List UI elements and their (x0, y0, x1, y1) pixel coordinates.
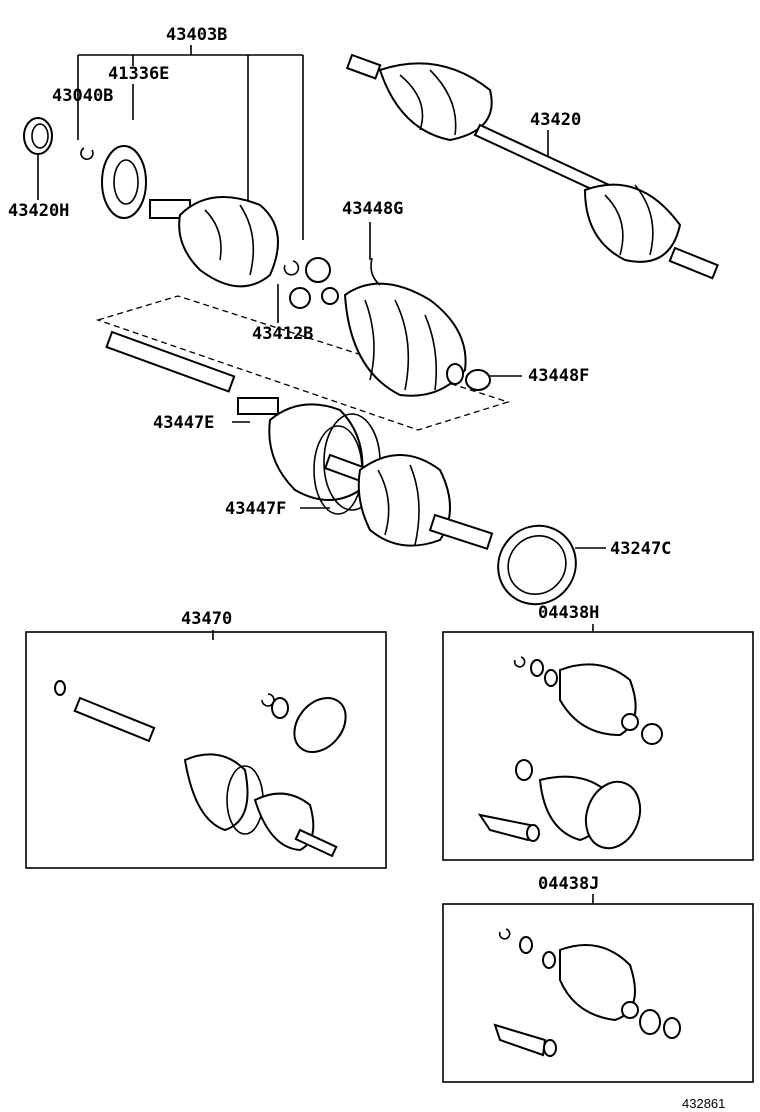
label-04438J[interactable]: 04438J (538, 874, 599, 894)
label-43420[interactable]: 43420 (530, 110, 581, 130)
part-tripod (283, 257, 339, 309)
label-41336E[interactable]: 41336E (108, 64, 169, 84)
label-43412B[interactable]: 43412B (252, 324, 313, 344)
kit-43470-parts (54, 680, 347, 858)
kit-box-04438J (442, 903, 754, 1083)
label-43470[interactable]: 43470 (181, 609, 232, 629)
kit-04438H-parts (477, 656, 663, 850)
kit-04438J-parts (493, 928, 681, 1057)
part-inner-shaft (105, 330, 236, 393)
boot-kit-outline (95, 295, 511, 431)
kit-box-04438H (442, 631, 754, 861)
label-43448G[interactable]: 43448G (342, 199, 403, 219)
label-43448F[interactable]: 43448F (528, 366, 589, 386)
part-43420H-seal (23, 117, 53, 155)
label-43403B[interactable]: 43403B (166, 25, 227, 45)
part-41336E-washer (101, 145, 147, 219)
part-43420-drive-shaft (345, 53, 719, 280)
label-43247C[interactable]: 43247C (610, 539, 671, 559)
kit-box-43470 (25, 631, 387, 869)
figure-number: 432861 (682, 1096, 725, 1111)
part-43247C-ring (497, 524, 577, 606)
label-43040B[interactable]: 43040B (52, 86, 113, 106)
part-43040B-snap-ring (80, 147, 94, 161)
part-43447-assembly (237, 397, 494, 551)
part-43448F-clamp (446, 363, 491, 391)
label-43447F[interactable]: 43447F (225, 499, 286, 519)
label-43447E[interactable]: 43447E (153, 413, 214, 433)
label-43420H[interactable]: 43420H (8, 201, 69, 221)
part-43448G-boot (343, 257, 467, 397)
part-43403B-outboard-joint (149, 196, 279, 288)
label-04438H[interactable]: 04438H (538, 603, 599, 623)
